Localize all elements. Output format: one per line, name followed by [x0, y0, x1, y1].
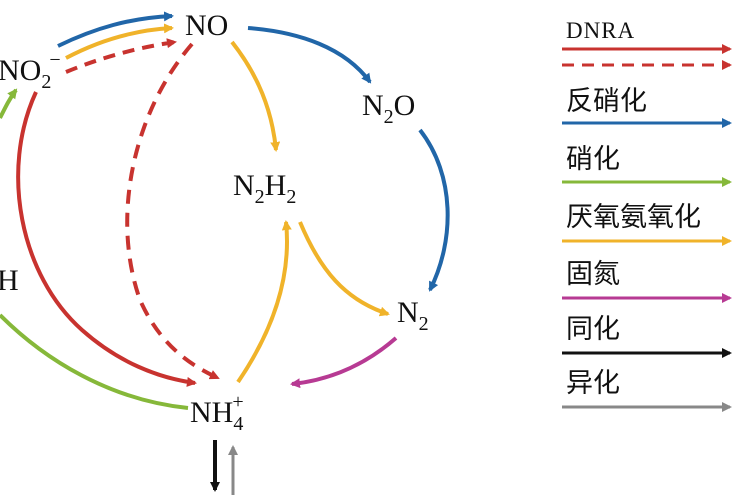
node-n2: N2 — [397, 296, 429, 335]
legend-label-assimilation: 同化 — [566, 314, 620, 345]
node-nh4: NH4+ — [190, 391, 244, 435]
legend-label-anammox: 厌氧氨氧化 — [566, 202, 701, 233]
legend-label-dissimilation: 异化 — [566, 368, 620, 399]
arrow-no-to-nh4-red-dashed — [125, 42, 220, 380]
arrow-no-to-n2h2-yellow — [230, 40, 281, 152]
legend-label-nitrification: 硝化 — [566, 144, 620, 175]
node-h-fragment: H — [0, 264, 19, 297]
legend-label-denitrification: 反硝化 — [566, 86, 647, 117]
legend-label-dnra: DNRA — [566, 18, 635, 43]
node-no2: NO2− — [0, 49, 61, 93]
arrow-no2-to-no-yellow — [65, 23, 174, 60]
arrow-nh4-to-left-green — [0, 313, 189, 410]
arrow-left-to-no2-green — [0, 88, 18, 119]
arrow-no2-to-nh4-red — [16, 91, 197, 387]
legend-label-fixation: 固氮 — [566, 259, 620, 290]
node-no: NO — [185, 9, 228, 42]
arrow-n2h2-to-n2-yellow — [298, 221, 390, 317]
arrow-nh4-to-n2h2-yellow — [236, 220, 292, 384]
arrow-no2-to-no-red-dashed — [65, 38, 177, 74]
arrow-n2-to-nh4-purple — [290, 336, 398, 389]
arrow-no2-to-no-blue — [57, 11, 174, 48]
legend: DNRA 反硝化 硝化 厌氧氨氧化 固氮 同化 异化 — [562, 18, 732, 412]
node-n2h2: N2H2 — [233, 169, 296, 208]
arrow-no-to-n2o-blue — [247, 26, 372, 84]
node-n2o: N2O — [362, 89, 415, 128]
arrow-n2o-to-n2-blue — [418, 128, 450, 292]
